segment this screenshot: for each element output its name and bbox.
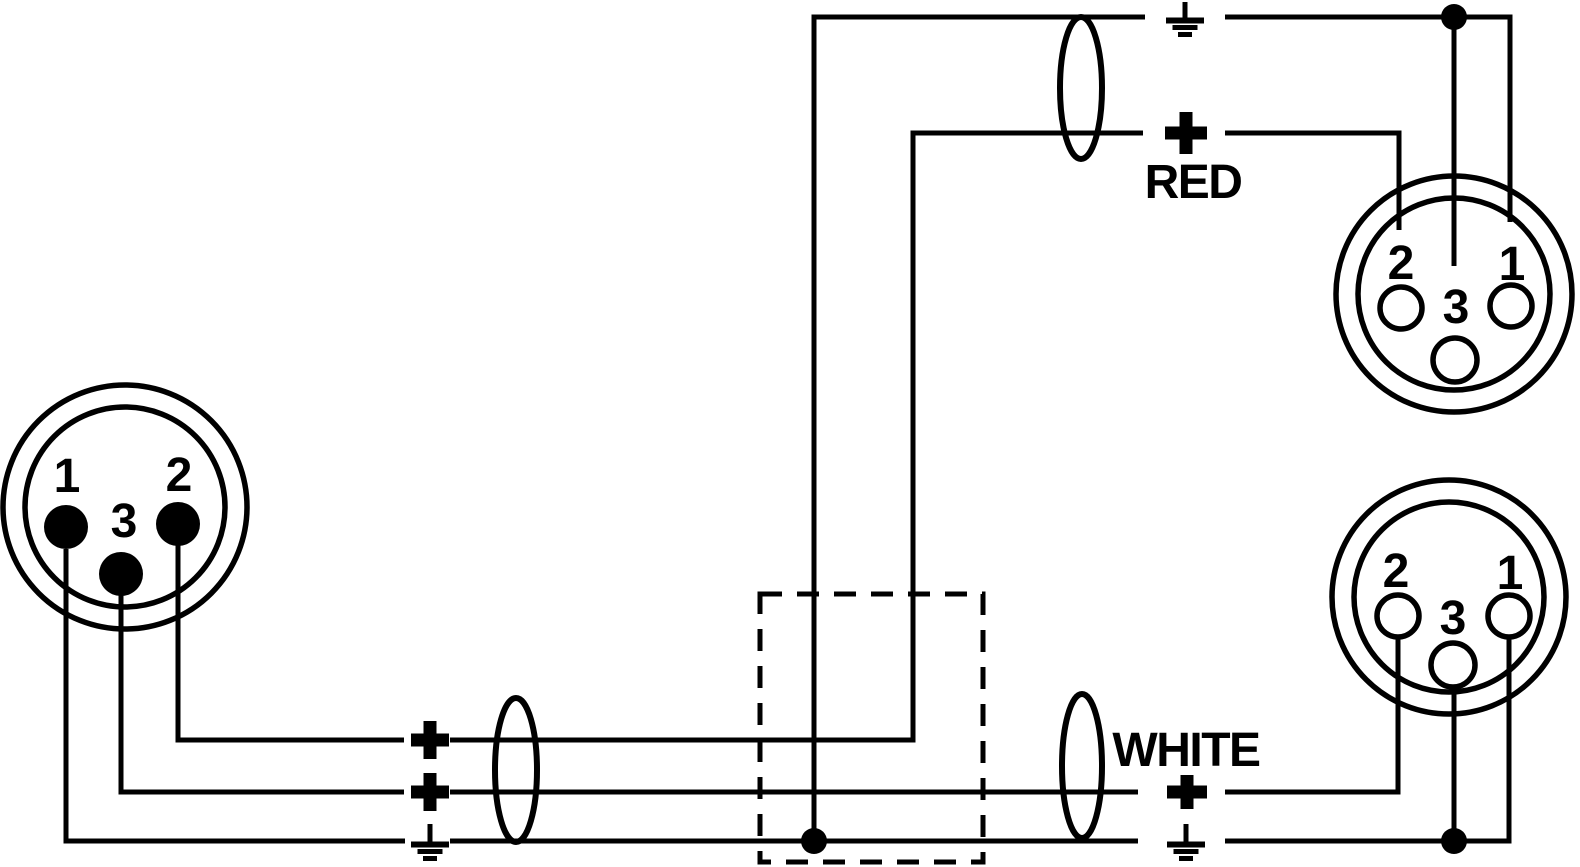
pin-3-label: 3: [111, 495, 138, 548]
connector-inner-ring: [22, 404, 228, 610]
connector-outer-ring: [1329, 477, 1569, 717]
junction-dot: [1441, 828, 1467, 854]
plus-icon: [1165, 112, 1207, 154]
wire-segment: [63, 549, 405, 844]
pin-2-label: 2: [1388, 237, 1415, 290]
pin-2-contact: [1374, 592, 1422, 640]
plus-bar: [423, 721, 437, 759]
pin-2-contact: [156, 502, 200, 546]
pin-1-label: 1: [54, 450, 81, 503]
wire-segment: [1454, 14, 1513, 222]
pin-2-contact: [1377, 284, 1425, 332]
ground-icon: [1166, 2, 1204, 37]
red-wire: [175, 130, 1402, 743]
junction-dot: [1441, 4, 1467, 30]
plus-icon: [1167, 775, 1207, 809]
xlr-male-connector-bottom-right: 2 1 3: [1329, 477, 1569, 717]
pin-1-label: 1: [1497, 547, 1524, 600]
xlr-male-connector-top-right: 2 1 3: [1333, 173, 1575, 415]
wire-segment: [450, 130, 1143, 743]
plus-bar: [1179, 112, 1193, 154]
pin-1-label: 1: [1499, 238, 1526, 291]
pin-2-label: 2: [1383, 545, 1410, 598]
plus-icon: [411, 721, 449, 759]
cable-shield-ellipse: [1059, 691, 1105, 841]
shield-ground-wire: [63, 14, 1513, 844]
cable-shield-ellipse: [1057, 14, 1105, 162]
pin-3-label: 3: [1443, 281, 1470, 334]
ground-icon: [411, 824, 449, 861]
plus-bar: [423, 773, 437, 811]
wire-segment: [175, 545, 404, 743]
plus-bar: [1180, 775, 1194, 809]
wire-segment: [1225, 130, 1402, 230]
plus-icon: [411, 773, 449, 811]
ground-icon: [1167, 824, 1205, 861]
cable-shield-ellipse: [492, 695, 540, 845]
white-wire: [118, 595, 1401, 795]
connector-outer-ring: [0, 382, 250, 632]
pin-2-label: 2: [166, 449, 193, 502]
wire-segment: [1225, 637, 1401, 795]
wire-segment: [118, 595, 404, 795]
pin-3-contact: [99, 552, 143, 596]
pin-3-contact: [1430, 335, 1480, 385]
connector-outer-ring: [1333, 173, 1575, 415]
pin-3-label: 3: [1440, 592, 1467, 645]
pin-3-contact: [1428, 640, 1478, 690]
connector-inner-ring: [1355, 195, 1553, 393]
junction-dot: [801, 828, 827, 854]
white-wire-label: WHITE: [1112, 724, 1260, 777]
red-wire-label: RED: [1145, 156, 1242, 209]
pin-1-contact: [44, 505, 88, 549]
pin-1-contact: [1485, 592, 1533, 640]
xlr-female-connector-left: 1 2 3: [0, 382, 250, 632]
pin-1-contact: [1487, 282, 1535, 330]
wire-segment: [811, 14, 1145, 841]
connector-inner-ring: [1351, 499, 1547, 695]
dashed-junction-box: [757, 591, 986, 865]
wire-segment: [1454, 637, 1512, 844]
